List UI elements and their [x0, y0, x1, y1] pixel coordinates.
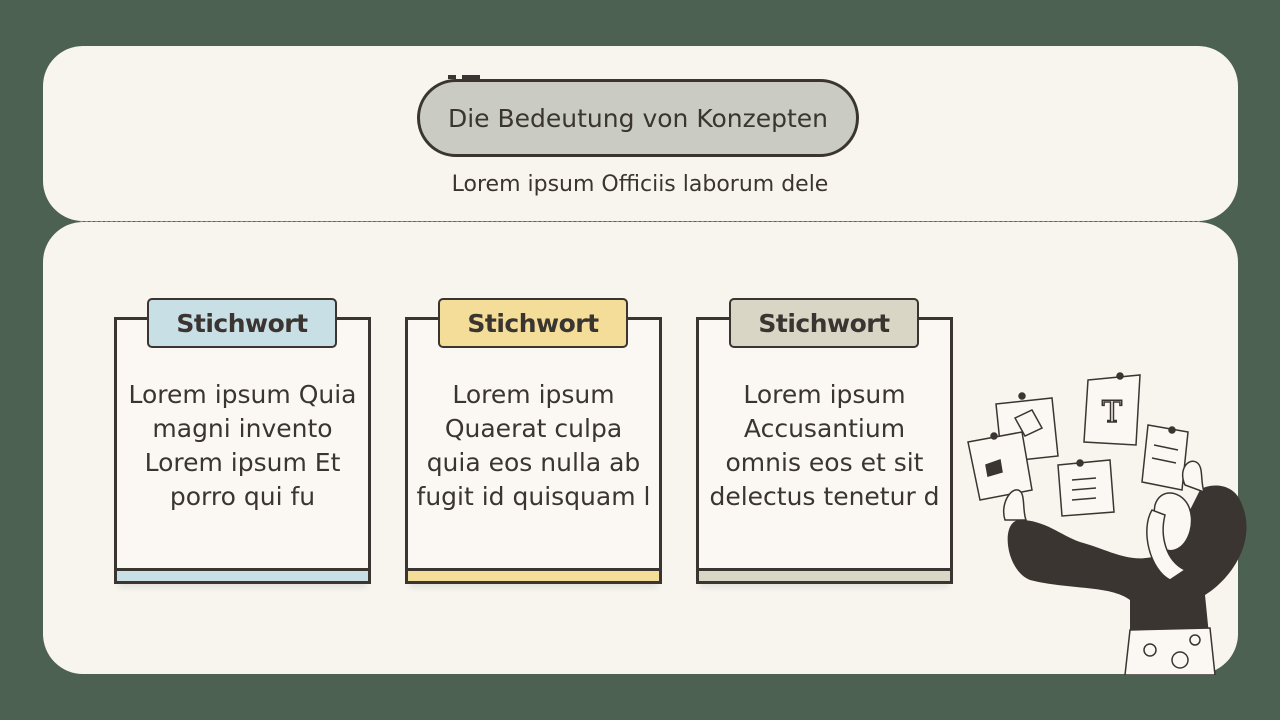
- pill-accent-dash: [448, 75, 456, 79]
- card-text: Lorem ipsum Accusantium omnis eos et sit…: [709, 380, 940, 511]
- keyword-tag-3: Stichwort: [729, 298, 919, 348]
- title-pill: Die Bedeutung von Konzepten: [417, 79, 859, 157]
- svg-text:T: T: [1102, 395, 1122, 430]
- panel-divider: [80, 221, 1200, 222]
- card-accent-bar: [117, 568, 368, 581]
- card-accent-bar: [408, 568, 659, 581]
- card-accent-bar: [699, 568, 950, 581]
- page-title: Die Bedeutung von Konzepten: [447, 103, 829, 133]
- keyword-tag-1: Stichwort: [147, 298, 337, 348]
- card-text: Lorem ipsum Quia magni invento Lorem ips…: [128, 380, 357, 511]
- note-icon: T: [1083, 372, 1141, 446]
- pill-accent-dash: [462, 75, 480, 79]
- keyword-card-3: Lorem ipsum Accusantium omnis eos et sit…: [696, 317, 953, 584]
- keyword-label: Stichwort: [758, 308, 890, 338]
- card-text: Lorem ipsum Quaerat culpa quia eos nulla…: [416, 380, 651, 511]
- keyword-card-2: Lorem ipsum Quaerat culpa quia eos nulla…: [405, 317, 662, 584]
- note-icon: [1141, 424, 1189, 491]
- person-pinning-notes-illustration: T: [967, 372, 1247, 675]
- keyword-label: Stichwort: [467, 308, 599, 338]
- note-icon: [967, 431, 1033, 501]
- keyword-label: Stichwort: [176, 308, 308, 338]
- subtitle: Lorem ipsum Officiis laborum dele: [451, 172, 829, 197]
- person-figure: [1003, 460, 1247, 675]
- keyword-tag-2: Stichwort: [438, 298, 628, 348]
- keyword-card-1: Lorem ipsum Quia magni invento Lorem ips…: [114, 317, 371, 584]
- note-icon: [1057, 459, 1115, 517]
